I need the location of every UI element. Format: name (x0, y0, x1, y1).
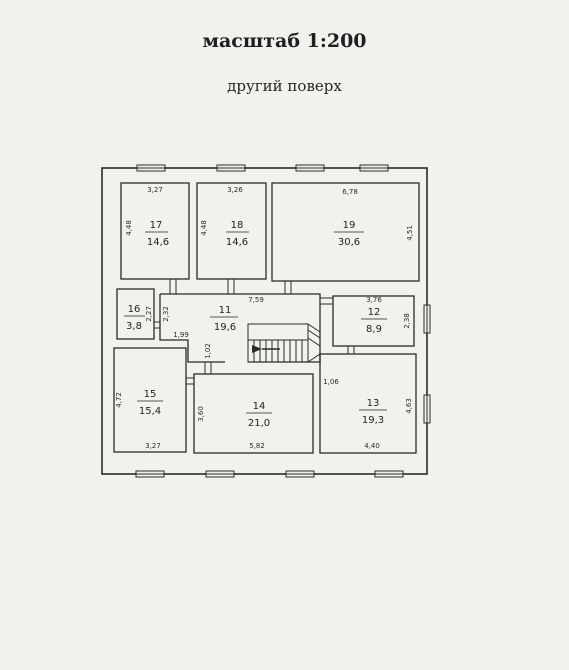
room-13-notch: 1,06 (323, 378, 339, 386)
room-11-left-height: 2,32 (162, 306, 170, 322)
room-16-outline (116, 288, 155, 340)
room-12-outline (332, 295, 415, 347)
room-13-height: 4,63 (405, 398, 413, 414)
staircase (247, 323, 321, 363)
window-top-2 (216, 164, 246, 172)
room-17-outline (120, 182, 190, 280)
room-18-outline (196, 182, 267, 280)
room-12-area: 8,9 (366, 324, 382, 335)
room-12-number: 12 (368, 307, 381, 318)
room-11-area: 19,6 (214, 322, 236, 333)
room-17-area: 14,6 (147, 237, 169, 248)
room-13-area: 19,3 (362, 415, 384, 426)
room-11-width: 7,59 (248, 296, 264, 304)
room-11-wall-left (159, 294, 225, 363)
room-17-height: 4,48 (125, 220, 133, 236)
room-18-area: 14,6 (226, 237, 248, 248)
room-19-area: 30,6 (338, 237, 360, 248)
door-13 (347, 346, 355, 354)
floor-subtitle: другий поверх (227, 77, 342, 95)
stair-arrow-icon (252, 345, 262, 353)
window-right-2 (423, 394, 431, 424)
room-13-width: 4,40 (364, 442, 380, 450)
room-11-notch-width: 1,99 (173, 331, 189, 339)
room-13-outline (319, 353, 417, 454)
room-11-number: 11 (219, 305, 232, 316)
room-14-outline (193, 373, 314, 454)
room-13-number: 13 (367, 398, 380, 409)
window-bottom-1 (135, 470, 165, 478)
room-14-number: 14 (253, 401, 266, 412)
door-14 (204, 362, 212, 374)
room-15-outline (113, 347, 187, 453)
room-15-area: 15,4 (139, 406, 161, 417)
door-17-11 (169, 279, 177, 294)
door-12 (320, 297, 333, 305)
door-15 (186, 377, 194, 385)
room-15-number: 15 (144, 389, 157, 400)
room-14-width: 5,82 (249, 442, 265, 450)
window-top-4 (359, 164, 389, 172)
door-19-11 (284, 281, 292, 294)
window-bottom-4 (374, 470, 404, 478)
window-top-1 (136, 164, 166, 172)
room-19-number: 19 (343, 220, 356, 231)
room-16-number: 16 (128, 304, 141, 315)
room-17-width: 3,27 (147, 186, 163, 194)
window-right-1 (423, 304, 431, 334)
room-19-outline (271, 182, 420, 282)
window-top-3 (295, 164, 325, 172)
room-15-height: 4,72 (115, 392, 123, 408)
room-14-height: 3,60 (197, 406, 205, 422)
window-bottom-2 (205, 470, 235, 478)
room-12-width: 3,76 (366, 296, 382, 304)
room-16-area: 3,8 (126, 321, 142, 332)
room-19-width: 6,78 (342, 188, 358, 196)
room-11-notch-height: 1,02 (204, 343, 212, 359)
room-18-height: 4,48 (200, 220, 208, 236)
room-14-area: 21,0 (248, 418, 270, 429)
room-12-height: 2,38 (403, 313, 411, 329)
room-17-number: 17 (150, 220, 163, 231)
door-18-11 (227, 279, 235, 294)
room-15-width: 3,27 (145, 442, 161, 450)
room-16-height: 2,27 (145, 306, 153, 322)
room-19-height: 4,51 (406, 225, 414, 241)
room-18-number: 18 (231, 220, 244, 231)
room-18-width: 3,26 (227, 186, 243, 194)
scale-title: масштаб 1:200 (202, 30, 367, 52)
door-16 (154, 321, 160, 329)
window-bottom-3 (285, 470, 315, 478)
